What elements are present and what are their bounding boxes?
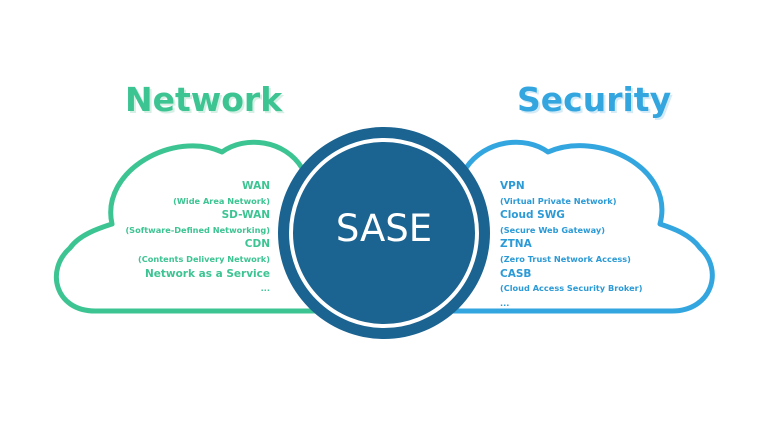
network-list-item: ... (260, 283, 270, 294)
network-list-item: (Software-Defined Networking) (125, 224, 270, 235)
security-cloud-outline (437, 139, 715, 314)
network-items-list: WAN (Wide Area Network) SD-WAN (Software-De… (125, 179, 270, 296)
security-list-item: VPN (500, 180, 525, 192)
network-cloud-outline (53, 139, 333, 314)
security-list-item: ZTNA (500, 238, 532, 251)
security-list-item: (Cloud Access Security Broker) (500, 283, 643, 294)
security-list-item: (Virtual Private Network) (500, 195, 617, 206)
network-list-item: Network as a Service (144, 267, 270, 280)
network-list-item: SD-WAN (221, 209, 270, 222)
network-heading: Network (125, 80, 283, 119)
security-heading: Security (517, 80, 672, 119)
network-list-item: (Contents Delivery Network) (138, 253, 270, 264)
sase-inner-ring (289, 138, 479, 328)
security-list-item: CASB (500, 267, 532, 280)
network-list-item: CDN (244, 238, 270, 251)
network-list-item: (Wide Area Network) (173, 195, 270, 206)
security-list-item: (Secure Web Gateway) (500, 224, 605, 235)
security-list-item: ... (500, 297, 510, 308)
security-list-item: (Zero Trust Network Access) (500, 253, 631, 264)
sase-circle (278, 127, 490, 339)
security-list-item: Cloud SWG (500, 209, 565, 222)
security-items-list: VPN (Virtual Private Network) Cloud SWG (Se… (500, 179, 642, 310)
network-list-item: WAN (241, 180, 270, 192)
sase-label: SASE (335, 207, 433, 250)
